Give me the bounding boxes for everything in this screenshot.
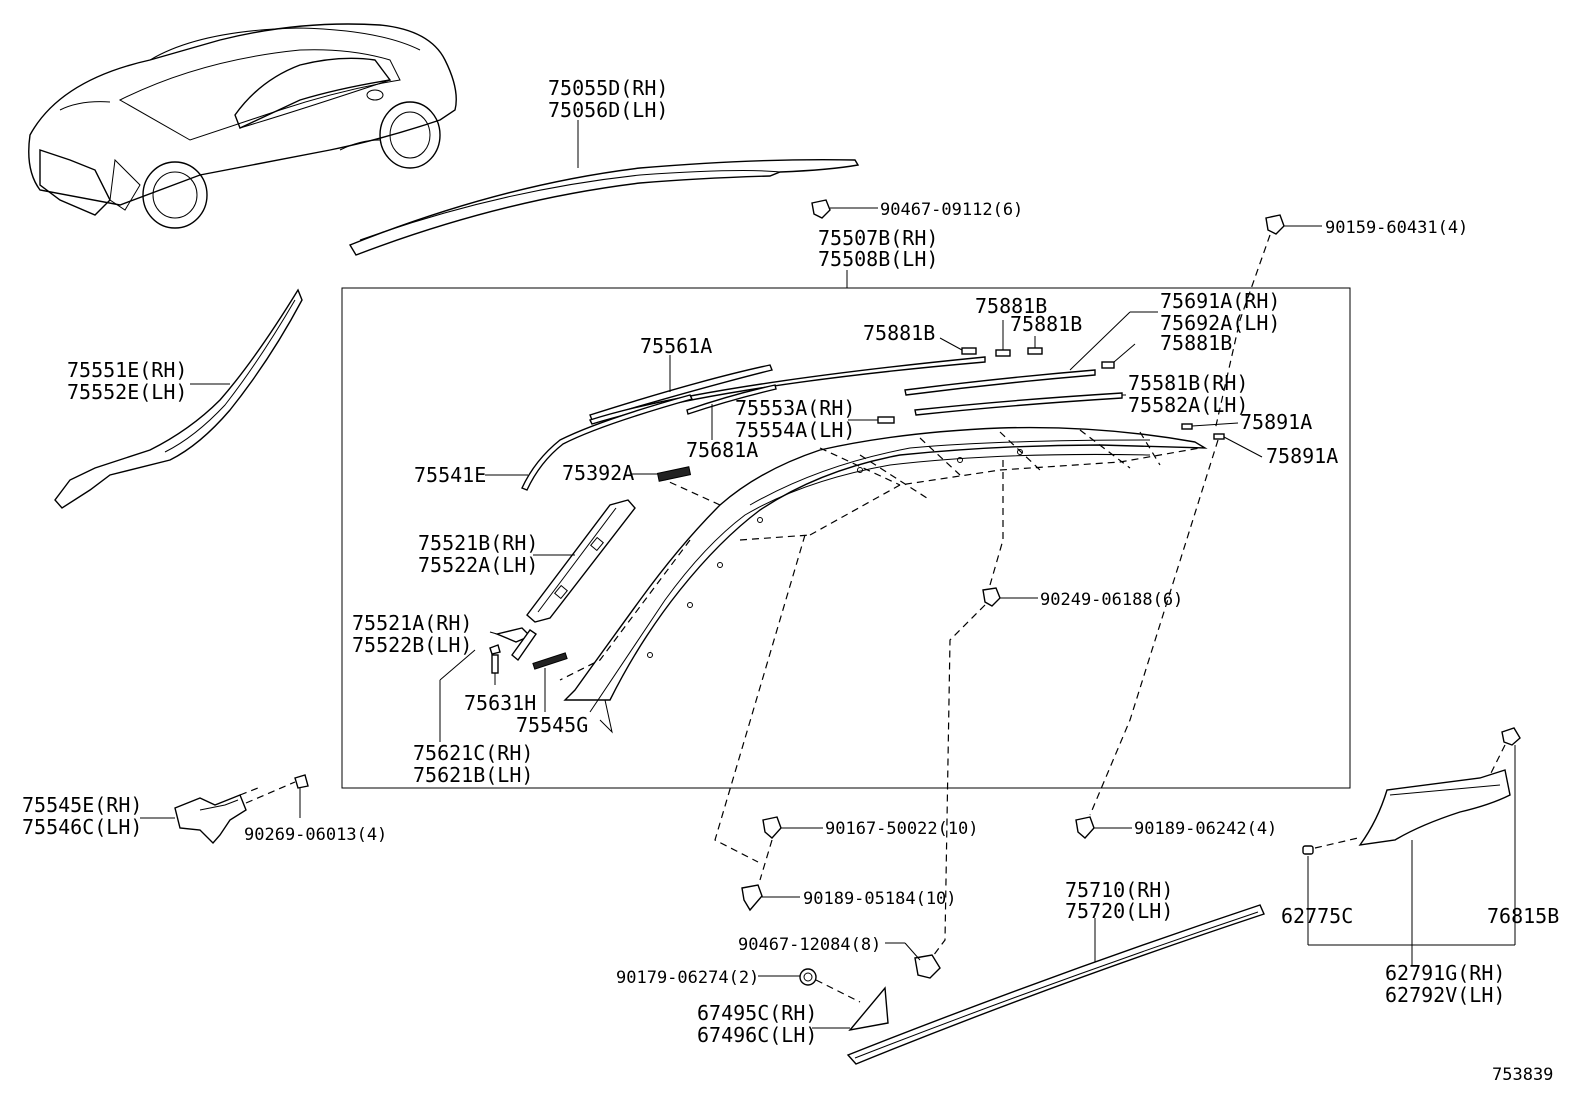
label-75507b: 75507B(RH) (818, 226, 938, 250)
label-62792v: 62792V(LH) (1385, 983, 1505, 1007)
label-75581b: 75581B(RH) (1128, 371, 1248, 395)
label-75522a: 75522A(LH) (418, 553, 538, 577)
label-75552e: 75552E(LH) (67, 380, 187, 404)
a-pillar-molding (54, 288, 303, 509)
label-75881b-2: 75881B (975, 294, 1047, 318)
label-75691a: 75691A(RH) (1160, 289, 1280, 313)
label-75545e: 75545E(RH) (22, 793, 142, 817)
car-illustration (28, 23, 457, 229)
label-90167-50022: 90167-50022(10) (825, 819, 979, 839)
label-75541e: 75541E (414, 463, 486, 487)
label-75055d: 75055D(RH) (548, 76, 668, 100)
label-75621c: 75621C(RH) (413, 741, 533, 765)
roof-drip-molding (348, 120, 860, 256)
label-75881b-3: 75881B (1010, 312, 1082, 336)
label-90189-06242: 90189-06242(4) (1134, 819, 1277, 839)
label-75554a: 75554A(LH) (735, 418, 855, 442)
clip-90467-09112 (811, 199, 878, 219)
label-75561a: 75561A (640, 334, 712, 358)
roof-side-garnish (559, 426, 1208, 734)
diagram-number: 753839 (1492, 1065, 1553, 1085)
label-90269-06013: 90269-06013(4) (244, 825, 387, 845)
label-75551e: 75551E(RH) (67, 358, 187, 382)
label-75546c: 75546C(LH) (22, 815, 142, 839)
label-75710: 75710(RH) (1065, 878, 1173, 902)
label-75720: 75720(LH) (1065, 899, 1173, 923)
label-75553a: 75553A(RH) (735, 396, 855, 420)
label-90179-06274: 90179-06274(2) (616, 968, 759, 988)
roof-weatherstrips (521, 356, 1225, 491)
clip-75521a (489, 627, 537, 662)
label-67495c: 67495C(RH) (697, 1001, 817, 1025)
label-90249-06188: 90249-06188(6) (1040, 590, 1183, 610)
label-75508b: 75508B(LH) (818, 247, 938, 271)
label-75522b: 75522B(LH) (352, 633, 472, 657)
label-75521a: 75521A(RH) (352, 611, 472, 635)
label-76815b: 76815B (1487, 904, 1559, 928)
assembly-box (341, 287, 1351, 789)
label-90467-09112: 90467-09112(6) (880, 200, 1023, 220)
label-75582a: 75582A(LH) (1128, 393, 1248, 417)
garnish-62791g (1302, 727, 1521, 965)
label-75545g: 75545G (516, 713, 588, 737)
label-75621b: 75621B(LH) (413, 763, 533, 787)
label-75891a-1: 75891A (1240, 410, 1312, 434)
label-75881b-4: 75881B (1160, 331, 1232, 355)
label-75881b-1: 75881B (863, 321, 935, 345)
label-75056d: 75056D(LH) (548, 98, 668, 122)
label-90159-60431: 90159-60431(4) (1325, 218, 1468, 238)
label-62791g: 62791G(RH) (1385, 961, 1505, 985)
clip-90159-60431 (1265, 214, 1322, 235)
lower-clips (714, 234, 1271, 1003)
label-75891a-2: 75891A (1266, 444, 1338, 468)
label-75521b: 75521B(RH) (418, 531, 538, 555)
flap-67495c (848, 986, 889, 1032)
label-62775c: 62775C (1281, 904, 1353, 928)
pillar-garnish-75521b (526, 499, 636, 623)
label-75692a: 75692A(LH) (1160, 311, 1280, 335)
clip-90249-06188 (929, 460, 1038, 961)
label-90467-12084: 90467-12084(8) (738, 935, 881, 955)
tabs-75881b (939, 320, 1136, 369)
label-67496c: 67496C(LH) (697, 1023, 817, 1047)
label-90189-05184: 90189-05184(10) (803, 889, 957, 909)
label-75631h: 75631H (464, 691, 536, 715)
rocker-molding (846, 904, 1265, 1065)
label-75392a: 75392A (562, 461, 634, 485)
label-75681a: 75681A (686, 438, 758, 462)
bracket-75545e (140, 774, 309, 845)
